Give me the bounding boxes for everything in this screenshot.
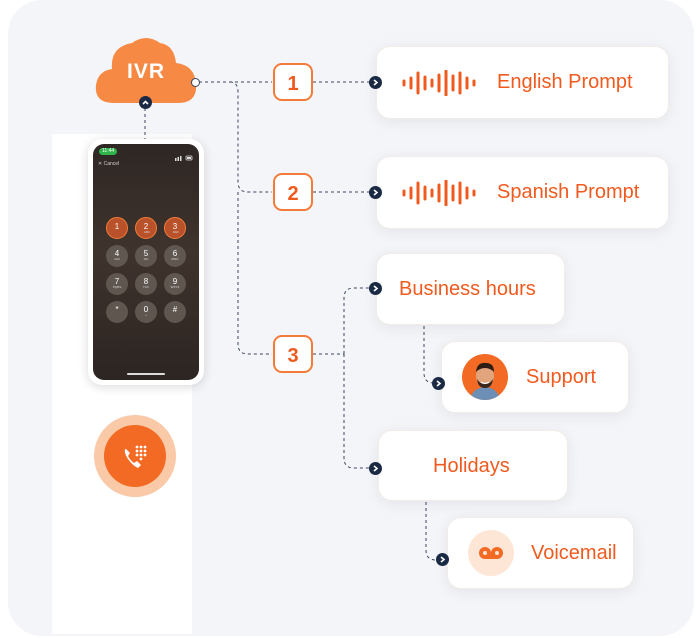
keypad-key-0[interactable]: 0+ [135,301,157,323]
key-letters: JKL [143,257,149,261]
key-digit: 7 [114,277,120,286]
option-number-3[interactable]: 3 [273,335,313,373]
holidays-card[interactable]: Holidays [378,430,568,501]
english-prompt-label: English Prompt [497,71,633,93]
key-digit: 4 [114,249,120,258]
english-prompt-card[interactable]: English Prompt [376,46,669,119]
audio-wave-icon [402,70,476,96]
key-digit: * [115,305,119,314]
key-digit: 0 [143,305,149,314]
voicemail-icon [468,530,514,576]
arrow-right-icon [436,553,449,566]
voicemail-label: Voicemail [531,542,617,564]
call-button[interactable] [104,425,166,487]
key-digit: 3 [172,222,178,231]
key-letters: DEF [173,230,179,234]
cancel-label: Cancel [103,161,120,167]
holidays-label: Holidays [433,455,510,477]
key-digit: 2 [143,222,149,231]
agent-avatar-icon [462,354,508,400]
arrow-right-icon [432,377,445,390]
business-hours-card[interactable]: Business hours [376,253,565,325]
arrow-right-icon [369,76,382,89]
key-letters: ABC [143,230,151,234]
keypad-key-1[interactable]: 1 [106,217,128,239]
key-letters: TUV [143,285,149,289]
voicemail-card[interactable]: Voicemail [447,517,634,589]
key-digit: 8 [143,277,149,286]
option-number-2[interactable]: 2 [273,173,313,211]
status-icons [175,148,193,161]
key-digit: 9 [172,277,178,286]
cloud-icon [95,38,197,103]
phone-dialpad-icon [124,445,147,468]
support-label: Support [526,366,597,388]
expand-chevron-icon[interactable] [139,96,152,109]
option-number-1[interactable]: 1 [273,63,313,101]
key-digit: 6 [172,249,178,258]
key-letters: MNO [171,257,179,261]
status-time-badge: 11:44 [99,148,118,155]
arrow-right-icon [369,462,382,475]
spanish-prompt-label: Spanish Prompt [497,181,640,203]
key-letters: WXYZ [170,285,180,289]
close-icon: ✕ [98,161,104,167]
support-card[interactable]: Support [441,341,629,413]
audio-wave-icon [402,180,476,206]
key-digit: 1 [114,222,120,231]
arrow-right-icon [369,186,382,199]
spanish-prompt-card[interactable]: Spanish Prompt [376,156,669,229]
keypad-key-star[interactable]: * [106,301,128,323]
connector-node [191,78,200,87]
key-digit: # [172,305,178,314]
business-hours-label: Business hours [399,278,536,300]
home-indicator [127,373,165,375]
key-letters: + [145,313,147,317]
arrow-right-icon [369,282,382,295]
cancel-button[interactable]: ✕ Cancel [98,161,119,167]
key-letters: PQRS [112,285,122,289]
ivr-label: IVR [126,60,165,83]
keypad-key-hash[interactable]: # [164,301,186,323]
key-letters: GHI [114,257,120,261]
key-digit: 5 [143,249,149,258]
